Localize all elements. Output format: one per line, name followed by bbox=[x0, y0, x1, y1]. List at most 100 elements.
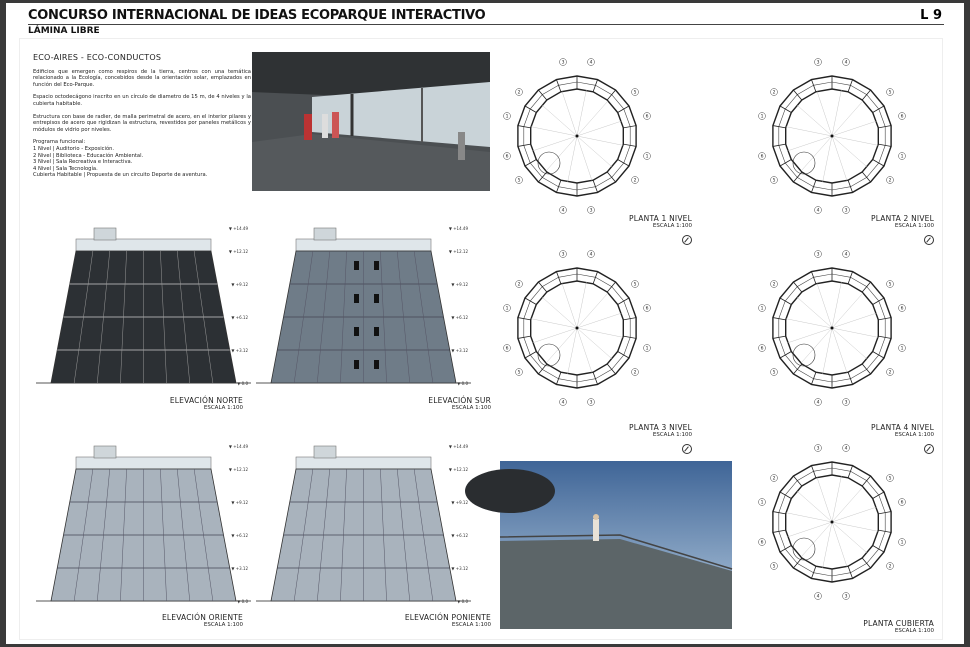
plan-scale: ESCALA 1:100 bbox=[652, 223, 692, 229]
elevation-label: ELEVACIÓN NORTE ESCALA 1:100 bbox=[170, 396, 243, 411]
axis-label: 2 bbox=[773, 282, 776, 288]
panel-joint bbox=[847, 566, 853, 579]
axis-label: 6 bbox=[646, 306, 649, 312]
roof-railing bbox=[75, 456, 212, 470]
panel-joint bbox=[861, 557, 871, 569]
plan-title: PLANTA CUBIERTA bbox=[863, 619, 934, 628]
mullion bbox=[193, 468, 214, 602]
axis-label: 2 bbox=[773, 90, 776, 96]
axis-label: 5 bbox=[773, 370, 776, 376]
axis-bubble bbox=[758, 112, 766, 120]
level-marker: ▼ +14.49 bbox=[449, 444, 469, 449]
panel-joint bbox=[606, 363, 616, 375]
axis-bubble bbox=[842, 398, 850, 406]
mullion bbox=[413, 250, 434, 384]
panel-joint bbox=[772, 143, 786, 147]
panel-joint bbox=[847, 271, 853, 284]
elevation-south-drawing: ▼ +14.49▼ +12.12▼ +9.12▼ +6.12▼ +3.12▼ 0… bbox=[256, 226, 471, 386]
axis-bubble bbox=[758, 344, 766, 352]
mullion bbox=[177, 468, 190, 602]
axis-bubble bbox=[770, 368, 778, 376]
panel-joint bbox=[779, 105, 792, 113]
level-marker: ▼ +14.49 bbox=[229, 226, 249, 231]
axis-bubble bbox=[770, 474, 778, 482]
panel-joint bbox=[793, 281, 803, 293]
panel-joint bbox=[772, 125, 786, 129]
level-marker: ▼ +9.12 bbox=[451, 282, 468, 287]
panel-joint bbox=[811, 566, 817, 579]
level-marker: ▼ +12.12 bbox=[229, 249, 249, 254]
interior-render bbox=[252, 52, 490, 191]
program-item: 2 Nivel | Biblioteca - Educación Ambient… bbox=[33, 152, 144, 159]
axis-label: 4 bbox=[817, 208, 820, 214]
mullion bbox=[413, 468, 434, 602]
panel-joint bbox=[772, 335, 786, 339]
axis-label: 1 bbox=[901, 540, 904, 546]
level-marker: ▼ +14.49 bbox=[229, 444, 249, 449]
axis-bubble bbox=[770, 88, 778, 96]
plan-label: PLANTA 3 NIVEL ESCALA 1:100 bbox=[629, 423, 692, 454]
mullion bbox=[177, 250, 190, 384]
panel-joint bbox=[592, 79, 598, 92]
sheet-number: L 9 bbox=[920, 8, 942, 23]
panel-joint bbox=[517, 143, 531, 147]
elevation-title: ELEVACIÓN ORIENTE bbox=[161, 613, 243, 622]
plan-label: PLANTA 4 NIVEL ESCALA 1:100 bbox=[871, 423, 934, 454]
panel-joint bbox=[623, 335, 637, 339]
spiral-stair bbox=[792, 151, 816, 175]
elevation-label: ELEVACIÓN SUR ESCALA 1:100 bbox=[428, 396, 491, 411]
mullion bbox=[120, 250, 127, 384]
axis-bubble bbox=[503, 152, 511, 160]
competition-sheet: CONCURSO INTERNACIONAL DE IDEAS ECOPARQU… bbox=[6, 3, 964, 644]
mullion bbox=[193, 250, 214, 384]
axis-bubble bbox=[898, 344, 906, 352]
elevation-title: ELEVACIÓN SUR bbox=[428, 396, 491, 405]
level-marker: ▼ 0.0 bbox=[457, 599, 468, 604]
plan-scale: ESCALA 1:100 bbox=[894, 432, 934, 438]
sheet-title: CONCURSO INTERNACIONAL DE IDEAS ECOPARQU… bbox=[28, 8, 944, 25]
center-column bbox=[830, 326, 834, 330]
level-marker: ▼ +9.12 bbox=[451, 500, 468, 505]
description-heading: ECO-AIRES - ECO-CONDUCTOS bbox=[33, 53, 162, 62]
panel-joint bbox=[772, 529, 786, 533]
panel-joint bbox=[779, 159, 792, 167]
axis-label: 4 bbox=[845, 252, 848, 258]
elevation-scale: ESCALA 1:100 bbox=[203, 405, 243, 411]
level-marker: ▼ +3.12 bbox=[451, 348, 468, 353]
panel-joint bbox=[847, 372, 853, 385]
axis-label: 5 bbox=[634, 282, 637, 288]
axis-label: 6 bbox=[646, 114, 649, 120]
panel-joint bbox=[878, 529, 892, 533]
axis-label: 5 bbox=[518, 178, 521, 184]
sheet-subtitle: LÁMINA LIBRE bbox=[28, 26, 100, 36]
level-marker: ▼ +6.12 bbox=[231, 533, 248, 538]
stair-tower bbox=[313, 445, 337, 459]
axis-bubble bbox=[770, 280, 778, 288]
panel-joint bbox=[517, 125, 531, 129]
level-marker: ▼ +3.12 bbox=[451, 566, 468, 571]
panel-joint bbox=[847, 465, 853, 478]
panel-joint bbox=[592, 271, 598, 284]
panel-joint bbox=[772, 317, 786, 321]
panel-joint bbox=[556, 180, 562, 193]
panel-joint bbox=[872, 297, 885, 305]
axis-bubble bbox=[587, 398, 595, 406]
mullion bbox=[380, 250, 387, 384]
window bbox=[374, 294, 379, 303]
mullion bbox=[97, 250, 110, 384]
elevation-scale: ESCALA 1:100 bbox=[451, 622, 491, 628]
axis-bubble bbox=[515, 176, 523, 184]
axis-bubble bbox=[515, 280, 523, 288]
axis-label: 5 bbox=[773, 564, 776, 570]
axis-label: 2 bbox=[634, 370, 637, 376]
level-marker: ▼ +9.12 bbox=[231, 500, 248, 505]
axis-bubble bbox=[503, 112, 511, 120]
axis-label: 6 bbox=[761, 346, 764, 352]
elevation-label: ELEVACIÓN ORIENTE ESCALA 1:100 bbox=[162, 613, 243, 628]
panel-joint bbox=[872, 545, 885, 553]
plan-title: PLANTA 2 NIVEL bbox=[871, 214, 934, 223]
level-marker: ▼ +12.12 bbox=[449, 467, 469, 472]
axis-label: 3 bbox=[845, 208, 848, 214]
program-item: Cubierta Habitable | Propuesta de un cir… bbox=[33, 172, 208, 179]
